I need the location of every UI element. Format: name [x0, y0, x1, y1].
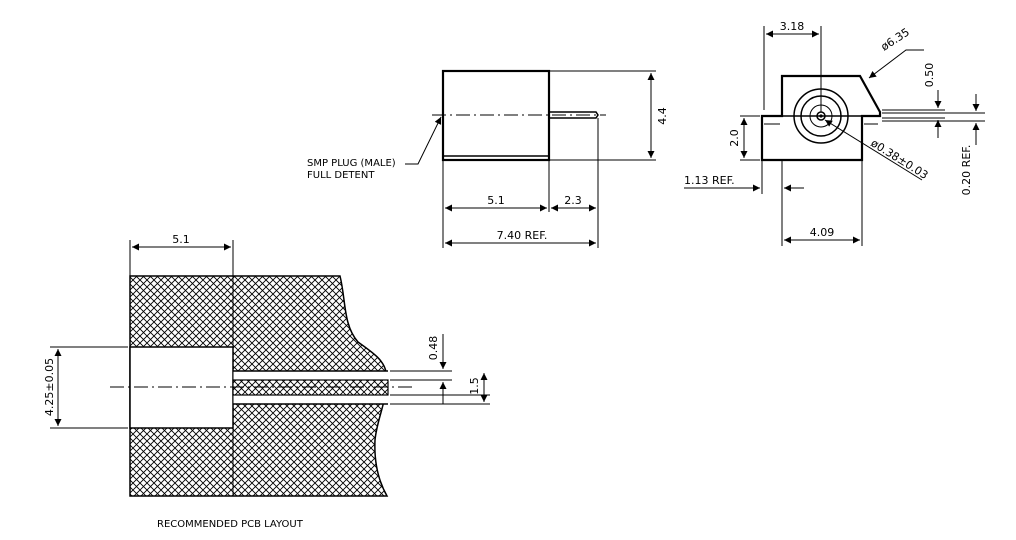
dim-body-text: 5.1: [487, 194, 505, 207]
dim-pin-diameter-text: ø0.38±0.03: [868, 137, 930, 182]
front-outline: [760, 74, 882, 162]
dim-right-ref-text: 0.20 REF.: [960, 145, 973, 196]
plug-label: SMP PLUG (MALE): [307, 158, 396, 169]
pcb-caption: RECOMMENDED PCB LAYOUT: [157, 519, 304, 530]
pcb-layout: 5.1 4.25±0.05 0.48 1.5 RECOMMENDED PCB L…: [43, 233, 490, 530]
dim-diameter-text: ø6.35: [879, 26, 912, 54]
center-pin-dot: [819, 114, 823, 118]
detent-label: FULL DETENT: [307, 170, 375, 181]
side-view: SMP PLUG (MALE) FULL DETENT 4.4 5.1 2.3 …: [307, 69, 669, 248]
dim-left-ref-text: 1.13 REF.: [684, 174, 735, 187]
front-view: 3.18 ø6.35 0.50 0.20 REF. 2.0 ø0.38±0.03…: [684, 20, 985, 246]
dim-pcb-height-text: 4.25±0.05: [43, 358, 56, 416]
dim-height-text: 4.4: [656, 107, 669, 125]
plug-pin: [549, 111, 599, 119]
dim-trace-width-text: 1.5: [468, 377, 481, 395]
dim-pcb-width-text: 5.1: [172, 233, 190, 246]
dim-left-height-text: 2.0: [728, 129, 741, 147]
dim-trace-gap-text: 0.48: [427, 336, 440, 361]
dim-diameter-leader: [868, 49, 924, 79]
dim-pin-diameter-leader: [824, 119, 923, 181]
dim-pin-text: 2.3: [564, 194, 582, 207]
dim-top-width-text: 3.18: [780, 20, 805, 33]
plug-leader: [405, 116, 442, 165]
dim-total-text: 7.40 REF.: [497, 229, 548, 242]
dim-bottom-width-text: 4.09: [810, 226, 835, 239]
dim-top-offset-text: 0.50: [923, 63, 936, 88]
